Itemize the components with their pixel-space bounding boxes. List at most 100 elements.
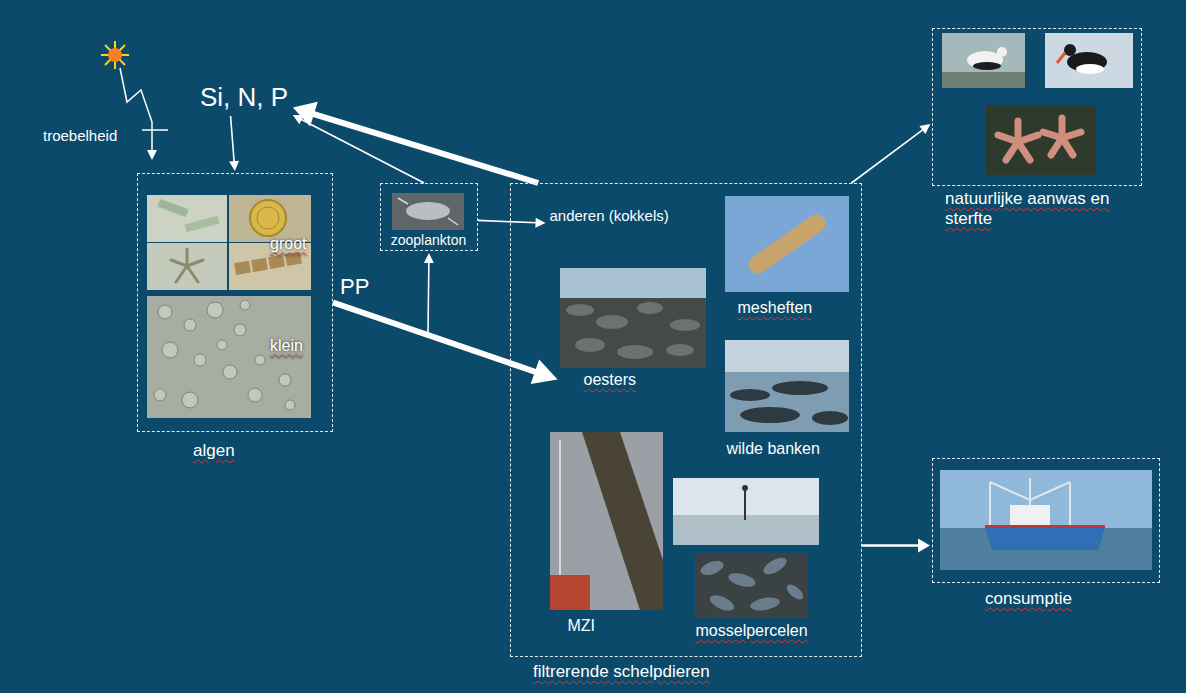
oyster-photo — [560, 268, 706, 298]
small-algae-photo — [223, 365, 237, 379]
arrow-head — [531, 359, 558, 384]
arrow-head — [919, 124, 930, 134]
small-algae-photo — [162, 342, 178, 358]
diatom-photo — [147, 243, 227, 290]
oyster-photo — [596, 315, 628, 329]
harvest-arrow — [862, 539, 930, 553]
diatom-photo — [171, 249, 203, 282]
fishing-boat-photo — [1030, 482, 1070, 500]
caption: consumptie — [985, 589, 1072, 609]
zooplankton-photo — [392, 193, 464, 230]
wild-bank-photo — [725, 340, 849, 372]
oyster-photo — [666, 344, 694, 356]
mussel-plot-photo — [695, 553, 808, 618]
caption: mesheften — [738, 298, 813, 317]
arrow-head — [293, 115, 304, 124]
eider-photo — [973, 62, 1001, 70]
cockle-label: anderen (kokkels) — [548, 205, 672, 227]
mussel-farm-node: MZI — [550, 432, 664, 637]
feeding-arrow — [478, 220, 538, 222]
fishing-boat-photo — [985, 525, 1105, 528]
diatom-photo — [250, 200, 286, 236]
starfish-photo — [998, 118, 1081, 160]
diatom-photo — [186, 249, 189, 266]
wild-bank-photo — [812, 411, 848, 425]
oyster-photo — [566, 304, 594, 316]
grazing-arrow — [333, 253, 434, 334]
buoy-photo — [744, 488, 746, 520]
mussel-plot-photo — [699, 558, 726, 577]
razor-clam-node: mesheften — [725, 196, 849, 324]
fishing-boat-photo — [1069, 482, 1071, 526]
node-label: anderen (kokkels) — [550, 207, 669, 225]
consumption-box: consumptie — [932, 458, 1160, 583]
small-algae-photo — [147, 296, 311, 418]
fishing-boat-photo — [1029, 478, 1031, 505]
oystercatcher-photo — [1057, 53, 1065, 63]
wild-bank-photo — [725, 372, 849, 432]
mussel-plot-photo — [784, 582, 806, 603]
wild-bank-photo — [725, 340, 849, 432]
zooplankton-photo — [398, 198, 408, 204]
node-label: Si, N, P — [200, 82, 288, 113]
mussel-plot-photo — [708, 592, 737, 614]
fishing-boat-photo — [940, 528, 1152, 570]
small-algae-photo — [184, 319, 196, 331]
oyster-node: oesters — [560, 268, 706, 396]
small-algae-photo — [248, 388, 262, 402]
mussel-plot-photo — [761, 554, 790, 577]
oystercatcher-photo — [1045, 33, 1133, 88]
small-algae-photo — [217, 340, 227, 350]
turbidity-label: troebelheid — [43, 127, 117, 145]
feeding-arrow — [478, 218, 546, 228]
light-ray — [147, 150, 157, 160]
nutrient-return-arrow — [293, 102, 538, 183]
mussel-farm-photo — [550, 432, 663, 610]
caption: oesters — [584, 370, 636, 389]
starfish-photo — [985, 105, 1096, 175]
mussel-farm-photo — [550, 575, 590, 610]
diatom-photo — [229, 195, 311, 242]
small-algae-photo — [234, 324, 246, 336]
wild-bank-photo — [730, 381, 848, 425]
buoy-photo — [673, 478, 819, 545]
oyster-photo — [566, 302, 700, 359]
fishing-boat-photo — [990, 482, 1030, 500]
mussel-plot-photo — [749, 595, 781, 612]
size-label: klein — [270, 336, 303, 355]
size-label: groot — [270, 234, 306, 253]
starfish-photo — [1043, 132, 1062, 138]
primary-production-arrow — [333, 303, 558, 385]
small-algae-photo — [279, 374, 291, 386]
diatom-photo — [268, 255, 285, 269]
edge-label: PP — [340, 274, 369, 300]
oyster-photo — [637, 302, 663, 314]
oystercatcher-photo — [1076, 64, 1104, 74]
small-algae-photo — [240, 300, 250, 310]
sun-icon — [105, 45, 125, 65]
caption: filtrerende schelpdieren — [533, 662, 710, 682]
fishing-boat-photo — [940, 470, 1152, 528]
small-algae-photo — [207, 302, 223, 318]
oyster-photo — [560, 268, 706, 368]
nutrient-arrow — [231, 116, 235, 163]
diatom-photo — [234, 252, 302, 275]
razor-clam-photo — [725, 196, 849, 292]
fishing-boat-photo — [985, 528, 1105, 550]
arrow-head — [535, 218, 545, 228]
harvest-arrow — [862, 544, 920, 547]
mortality-arrow — [851, 129, 924, 183]
wild-bank-photo — [740, 407, 800, 423]
small-algae-photo — [255, 355, 265, 365]
diatom-photo — [285, 252, 302, 266]
diatom-photo — [176, 266, 187, 282]
sun-icon — [109, 49, 121, 61]
mussel-plot-photo — [699, 554, 806, 614]
mussel-plot-photo — [695, 553, 808, 618]
nutrient-arrow — [229, 116, 239, 171]
natural-growth-box: natuurlijke aanwas en sterfte — [932, 28, 1142, 186]
light-ray — [120, 68, 168, 160]
mussel-farm-photo — [550, 432, 663, 610]
razor-clam-photo — [725, 196, 849, 292]
small-algae-photo — [154, 389, 166, 401]
